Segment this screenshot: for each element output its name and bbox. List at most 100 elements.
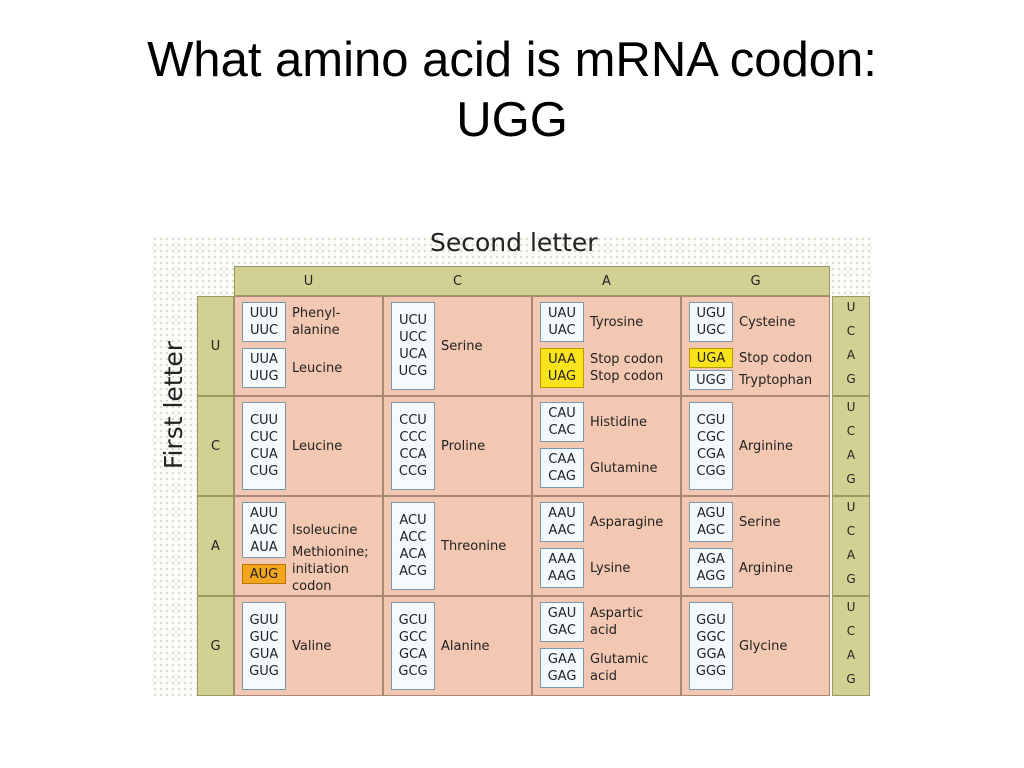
amino-acid-text: Arginine [739,438,793,454]
first-letter-title: First letter [159,340,188,470]
codon-cac: CAC [548,423,576,438]
codon-cgu: CGU [696,413,726,428]
third-letter-a: A [846,448,856,462]
codon-cug: CUG [249,464,279,479]
title-line-1: What amino acid is mRNA codon: [147,33,877,87]
first-letter-c: C [197,396,234,496]
codon-agc: AGC [697,523,725,538]
amino-acid-text: Stop codon [590,369,664,384]
amino-acid-label: Valine [292,638,331,655]
third-letter-g: G [846,672,856,686]
amino-acid-text: Serine [441,338,483,354]
third-letter-a: A [846,348,856,362]
third-letter-column-g [832,596,870,696]
codon-caa: CAA [548,452,576,467]
codon-uga: UGA [696,350,726,366]
codon-ggu: GGU [696,613,726,628]
amino-acid-label: Asparagine [590,514,663,531]
codon-guu: GUU [249,613,279,628]
third-letter-g: G [846,472,856,486]
codon-box: CAA CAG [540,448,584,488]
codon-uuu: UUU [249,306,279,321]
third-letter-c: C [846,624,856,638]
codon-uua: UUA [250,352,278,367]
codon-uuc: UUC [249,323,279,338]
codon-acc: ACC [399,530,427,545]
codon-ucc: UCC [399,330,427,345]
amino-acid-label: Isoleucine [292,522,357,539]
codon-gcg: GCG [398,664,428,679]
codon-uau: UAU [548,306,576,321]
codon-gaa: GAA [547,652,577,667]
third-letter-column-u [832,296,870,396]
amino-acid-text: Proline [441,438,486,454]
codon-ucu: UCU [398,313,428,328]
amino-acid-text: Threonine [441,538,507,554]
amino-acid-text: Lysine [590,560,631,576]
amino-acid-label: Threonine [441,538,506,555]
codon-aac: AAC [548,523,576,538]
slide-title: What amino acid is mRNA codon: UGG [40,30,984,150]
third-letter-c: C [846,424,856,438]
codon-acu: ACU [399,513,427,528]
codon-cua: CUA [250,447,278,462]
codon-uaa: UAA [548,352,576,367]
amino-acid-text: Glutamic [590,652,649,667]
codon-box: UGG [689,370,733,390]
amino-acid-text: Isoleucine [292,522,358,538]
amino-acid-label: Cysteine [739,314,796,331]
amino-acid-text: Tryptophan [739,372,813,388]
codon-aag: AAG [548,569,576,584]
title-line-2: UGG [456,93,568,147]
codon-aau: AAU [548,506,576,521]
third-letter-c: C [846,324,856,338]
codon-gac: GAC [548,623,576,638]
amino-acid-label: Lysine [590,560,630,577]
amino-acid-label: Leucine [292,438,342,455]
amino-acid-text: Glycine [739,638,788,654]
codon-cag: CAG [548,469,576,484]
amino-acid-label: Phenyl-alanine [292,305,340,339]
amino-acid-text: Stop codon [590,352,664,367]
codon-ccg: CCG [398,464,428,479]
amino-acid-label: Stop codon [739,350,812,367]
codon-ugc: UGC [696,323,726,338]
third-letter-u: U [846,400,856,414]
amino-acid-text: Aspartic [590,606,644,621]
first-letter-a: A [197,496,234,596]
third-letter-column-a [832,496,870,596]
codon-aca: ACA [399,547,427,562]
amino-acid-text: acid [590,623,617,638]
codon-gug: GUG [249,664,279,679]
second-letter-header [234,266,830,296]
second-letter-u: U [303,273,314,289]
codon-ucg: UCG [398,364,428,379]
third-letter-g: G [846,572,856,586]
codon-ccc: CCC [399,430,427,445]
codon-cuu: CUU [249,413,279,428]
codon-box: AUG [242,564,286,584]
codon-aua: AUA [250,539,278,555]
codon-box: UUU UUC [242,302,286,342]
codon-gag: GAG [547,669,577,684]
amino-acid-text: alanine [292,323,340,338]
amino-acid-label: Tyrosine [590,314,643,331]
codon-box: GAA GAG [540,648,584,688]
codon-agg: AGG [696,569,726,584]
amino-acid-text: Phenyl- [292,306,341,321]
codon-uca: UCA [399,347,427,362]
amino-acid-label: Glutamine [590,460,658,477]
amino-acid-text: codon [292,579,332,594]
